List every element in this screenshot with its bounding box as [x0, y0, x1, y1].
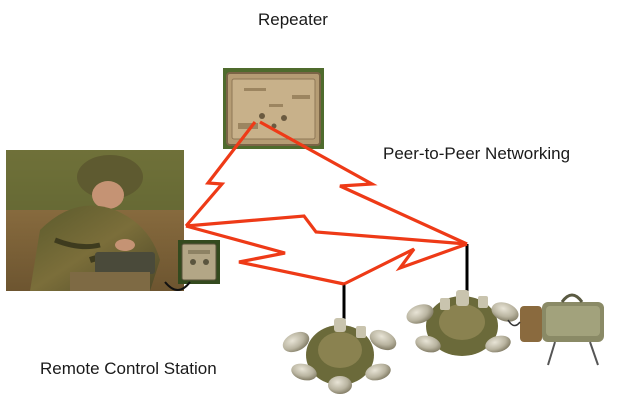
link-repeater-station [184, 121, 257, 228]
rf-links [184, 120, 468, 286]
handheld-controller-photo [164, 240, 220, 291]
link-station-node [185, 214, 468, 246]
link-node-node [343, 242, 468, 286]
sensor-node-photo [282, 318, 397, 394]
soldier-operator-photo [6, 150, 184, 291]
mine-device-photo [507, 293, 604, 366]
link-station-node [185, 224, 345, 286]
link-repeater-node [259, 120, 468, 246]
repeater-unit-photo [223, 68, 324, 149]
remote-control-station-label: Remote Control Station [40, 359, 217, 378]
peer-to-peer-networking-label: Peer-to-Peer Networking [383, 144, 571, 163]
sensor-node-photo [406, 290, 519, 356]
repeater-label: Repeater [258, 10, 328, 29]
